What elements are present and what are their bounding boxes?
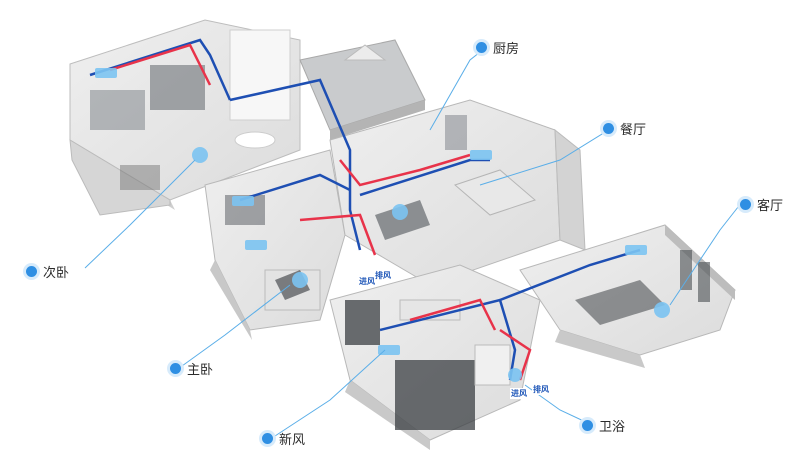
marker-dot-icon <box>262 433 273 444</box>
duct-tag-exhaust: 排风 <box>532 384 550 395</box>
marker-dot-icon <box>26 266 37 277</box>
callout-label: 厨房 <box>493 42 520 57</box>
living-room-block <box>519 224 736 368</box>
equipment-bath-block <box>329 264 541 450</box>
callout-label: 新风 <box>279 433 306 448</box>
duct-tag-supply: 进风 <box>510 388 528 399</box>
callout-label: 次卧 <box>43 266 70 281</box>
callout-bathroom: 卫浴 <box>582 416 625 435</box>
callout-living: 客厅 <box>740 195 783 214</box>
callout-dining: 餐厅 <box>603 119 646 138</box>
callout-kitchen: 厨房 <box>476 38 519 57</box>
marker-dot-icon <box>603 123 614 134</box>
callout-label: 客厅 <box>757 199 784 214</box>
callout-master-bedroom: 主卧 <box>170 359 213 378</box>
marker-dot-icon <box>476 42 487 53</box>
marker-dot-icon <box>170 363 181 374</box>
callout-second-bedroom: 次卧 <box>26 262 69 281</box>
vent-markers <box>95 68 670 382</box>
leader-lines <box>84 44 743 437</box>
callout-label: 卫浴 <box>599 420 626 435</box>
master-bedroom-block <box>204 149 346 340</box>
callout-label: 餐厅 <box>620 123 647 138</box>
marker-dot-icon <box>740 199 751 210</box>
exhaust-ducts <box>109 43 532 381</box>
duct-tag-exhaust: 排风 <box>374 270 392 281</box>
marker-dot-icon <box>582 420 593 431</box>
callout-fresh-air: 新风 <box>262 429 305 448</box>
kitchen-dining-block <box>329 99 586 286</box>
duct-tag-supply: 进风 <box>358 276 376 287</box>
callout-label: 主卧 <box>187 363 214 378</box>
